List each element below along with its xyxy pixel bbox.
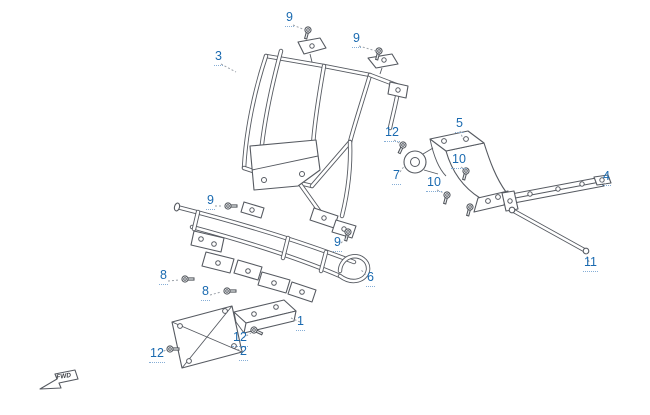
- callout-1[interactable]: 1: [296, 315, 305, 331]
- part-11-rod: [508, 206, 590, 255]
- callout-2[interactable]: 2: [239, 345, 248, 361]
- callout-6[interactable]: 6: [366, 271, 375, 287]
- callout-9[interactable]: 9: [333, 236, 342, 252]
- bolt-8-icon: [181, 275, 195, 283]
- part-5-mount-bracket: [403, 130, 509, 213]
- callout-9[interactable]: 9: [285, 11, 294, 27]
- callout-7[interactable]: 7: [392, 169, 401, 185]
- fwd-label: FWD: [56, 372, 72, 381]
- callout-9[interactable]: 9: [206, 194, 215, 210]
- bolt-12-icon: [395, 140, 408, 155]
- bolt-10-icon: [441, 190, 452, 205]
- callout-11[interactable]: 11: [583, 256, 598, 272]
- callout-10[interactable]: 10: [451, 153, 467, 169]
- part-6-front-frame: [173, 202, 371, 303]
- part-7-flange: [403, 147, 439, 175]
- bolt-9-icon: [224, 202, 238, 210]
- callout-5[interactable]: 5: [455, 117, 464, 133]
- bolt-8-icon: [223, 287, 237, 295]
- fwd-marker: FWD: [39, 369, 79, 390]
- part-2-plate: [171, 305, 243, 369]
- callout-8[interactable]: 8: [159, 269, 168, 285]
- bolt-9-icon: [302, 25, 313, 40]
- callout-12[interactable]: 12: [384, 126, 400, 142]
- callout-9[interactable]: 9: [352, 32, 361, 48]
- part-3-rear-frame: [240, 37, 409, 239]
- part-1-bracket: [233, 299, 297, 334]
- callout-4[interactable]: 4: [602, 170, 611, 186]
- callout-10[interactable]: 10: [426, 176, 442, 192]
- callout-3[interactable]: 3: [214, 50, 223, 66]
- callout-12[interactable]: 12: [232, 331, 248, 347]
- part-4-bracket: [501, 174, 612, 212]
- callout-12[interactable]: 12: [149, 347, 165, 363]
- callout-8[interactable]: 8: [201, 285, 210, 301]
- bolt-icon: [464, 202, 475, 217]
